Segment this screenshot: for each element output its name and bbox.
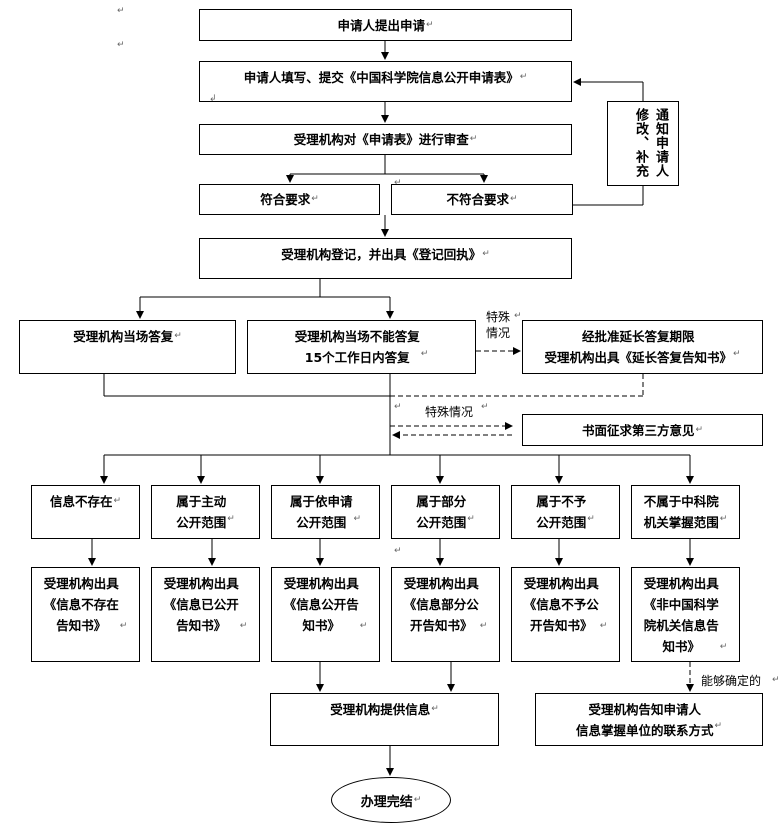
- paragraph-mark: ↲: [209, 94, 217, 104]
- node-extend-period: 经批准延长答复期限 受理机构出具《延长答复告知书》↵: [522, 320, 763, 374]
- result-not-disclosed-notice-text: 受理机构出具 《信息不予公 开告知书》: [523, 576, 599, 633]
- paragraph-mark: ↵: [394, 402, 402, 412]
- category-out-of-scope-text: 不属于中科院 机关掌握范围: [643, 494, 719, 530]
- paragraph-mark: ↵: [117, 6, 125, 16]
- paragraph-mark: ↵: [732, 349, 741, 359]
- paragraph-mark: ↵: [239, 621, 248, 631]
- node-submit-form: 申请人填写、提交《中国科学院信息公开申请表》↵ ↲: [199, 61, 572, 104]
- result-disclosure-notice-text: 受理机构出具 《信息公开告 知书》: [283, 576, 359, 633]
- paragraph-mark: ↵: [113, 496, 122, 506]
- paragraph-mark: ↵: [467, 514, 475, 524]
- paragraph-mark: ↵: [695, 424, 704, 435]
- node-not-meets: 不符合要求↵ ↵: [391, 178, 573, 215]
- paragraph-mark: ↵: [359, 621, 368, 631]
- result-disclosure-notice: 受理机构出具 《信息公开告 知书》↵: [271, 567, 380, 662]
- category-out-of-scope: 不属于中科院 机关掌握范围↵: [631, 485, 740, 539]
- node-inform-contact: 受理机构告知申请人 信息掌握单位的联系方式↵: [535, 693, 763, 746]
- node-third-party: 书面征求第三方意见↵: [522, 414, 763, 446]
- paragraph-mark: ↵: [119, 621, 128, 631]
- paragraph-mark: ↵: [719, 642, 728, 652]
- paragraph-mark: ↵: [772, 675, 780, 685]
- paragraph-mark: ↵: [587, 514, 595, 524]
- category-active-disclosure-text: 属于主动 公开范围: [176, 494, 227, 530]
- node-meets-text: 符合要求: [260, 192, 311, 207]
- paragraph-mark: ↵: [420, 349, 429, 359]
- category-not-disclosed: 属于不予 公开范围↵: [511, 485, 620, 539]
- category-on-request: 属于依申请 公开范围↵: [271, 485, 380, 539]
- node-inform-contact-text: 受理机构告知申请人 信息掌握单位的联系方式: [575, 702, 714, 738]
- paragraph-mark: ↵: [227, 514, 235, 524]
- paragraph-mark: ↵: [509, 194, 518, 204]
- paragraph-mark: ↵: [311, 194, 319, 204]
- paragraph-mark: ↵: [479, 621, 488, 631]
- paragraph-mark: ↵: [353, 514, 362, 524]
- node-reply-15-days: 受理机构当场不能答复 15个工作日内答复↵: [247, 320, 476, 374]
- special-case-label: 特殊 情况: [486, 310, 511, 340]
- node-apply: 申请人提出申请↵: [199, 9, 572, 41]
- node-meets: 符合要求↵: [199, 184, 380, 215]
- paragraph-mark: ↵: [117, 40, 125, 50]
- paragraph-mark: ↵: [469, 134, 478, 144]
- node-not-meets-text: 不符合要求: [446, 192, 509, 207]
- paragraph-mark: ↵: [514, 311, 522, 321]
- result-not-disclosed-notice: 受理机构出具 《信息不予公 开告知书》↵: [511, 567, 620, 662]
- result-partial-notice: 受理机构出具 《信息部分公 开告知书》↵: [391, 567, 500, 662]
- result-out-of-scope-notice: 受理机构出具 《非中国科学 院机关信息告 知书》↵: [631, 567, 740, 662]
- node-submit-form-text: 申请人填写、提交《中国科学院信息公开申请表》: [243, 70, 519, 85]
- paragraph-mark: ↵: [599, 621, 608, 631]
- node-review: 受理机构对《申请表》进行审查↵: [199, 124, 572, 155]
- result-already-public-notice: 受理机构出具 《信息已公开 告知书》↵: [151, 567, 260, 662]
- category-not-exist-text: 信息不存在: [49, 494, 113, 509]
- result-not-exist-notice-text: 受理机构出具 《信息不存在 告知书》: [43, 576, 119, 633]
- node-apply-text: 申请人提出申请: [337, 17, 425, 33]
- notify-col-1: 通知申请人: [653, 108, 668, 178]
- paragraph-mark: ↵: [719, 514, 728, 524]
- paragraph-mark: ↵: [174, 331, 182, 341]
- node-provide-info: 受理机构提供信息↵: [270, 693, 499, 746]
- determinable-label: 能够确定的: [701, 674, 762, 688]
- paragraph-mark: ↵: [482, 249, 490, 259]
- node-reply-15-days-text: 受理机构当场不能答复 15个工作日内答复: [294, 329, 420, 365]
- node-review-text: 受理机构对《申请表》进行审查: [293, 132, 469, 147]
- category-not-disclosed-text: 属于不予 公开范围: [536, 494, 587, 530]
- node-extend-period-text: 经批准延长答复期限 受理机构出具《延长答复告知书》: [544, 329, 732, 365]
- node-end: 办理完结↵: [331, 777, 451, 823]
- result-already-public-notice-text: 受理机构出具 《信息已公开 告知书》: [163, 576, 239, 633]
- node-reply-on-spot: 受理机构当场答复↵: [19, 320, 236, 374]
- category-not-exist: 信息不存在↵: [31, 485, 140, 539]
- node-end-text: 办理完结: [360, 794, 413, 810]
- paragraph-mark: ↵: [481, 402, 489, 412]
- category-active-disclosure: 属于主动 公开范围↵: [151, 485, 260, 539]
- paragraph-mark: ↵: [413, 795, 422, 805]
- node-register: 受理机构登记，并出具《登记回执》↵: [199, 238, 572, 279]
- node-register-text: 受理机构登记，并出具《登记回执》: [281, 247, 482, 262]
- category-partial-text: 属于部分 公开范围: [416, 494, 467, 530]
- paragraph-mark: ↵: [431, 704, 439, 714]
- paragraph-mark: ↵: [425, 19, 434, 30]
- node-provide-info-text: 受理机构提供信息: [330, 702, 431, 717]
- paragraph-mark: ↵: [714, 721, 723, 731]
- notify-col-2: 修改、补充: [633, 108, 648, 178]
- paragraph-mark: ↵: [394, 546, 402, 556]
- result-out-of-scope-notice-text: 受理机构出具 《非中国科学 院机关信息告 知书》: [643, 576, 719, 654]
- paragraph-mark: ↵: [519, 72, 528, 82]
- special-case-label-2: 特殊情况: [425, 405, 474, 419]
- node-reply-on-spot-text: 受理机构当场答复: [73, 329, 174, 344]
- result-partial-notice-text: 受理机构出具 《信息部分公 开告知书》: [403, 576, 479, 633]
- category-on-request-text: 属于依申请 公开范围: [289, 494, 353, 530]
- paragraph-mark: ↵: [394, 178, 402, 188]
- category-partial: 属于部分 公开范围↵ ↵: [391, 485, 500, 556]
- node-third-party-text: 书面征求第三方意见: [581, 422, 695, 438]
- notify-applicant-box: 通知申请人 修改、补充: [607, 101, 679, 186]
- result-not-exist-notice: 受理机构出具 《信息不存在 告知书》↵: [31, 567, 140, 662]
